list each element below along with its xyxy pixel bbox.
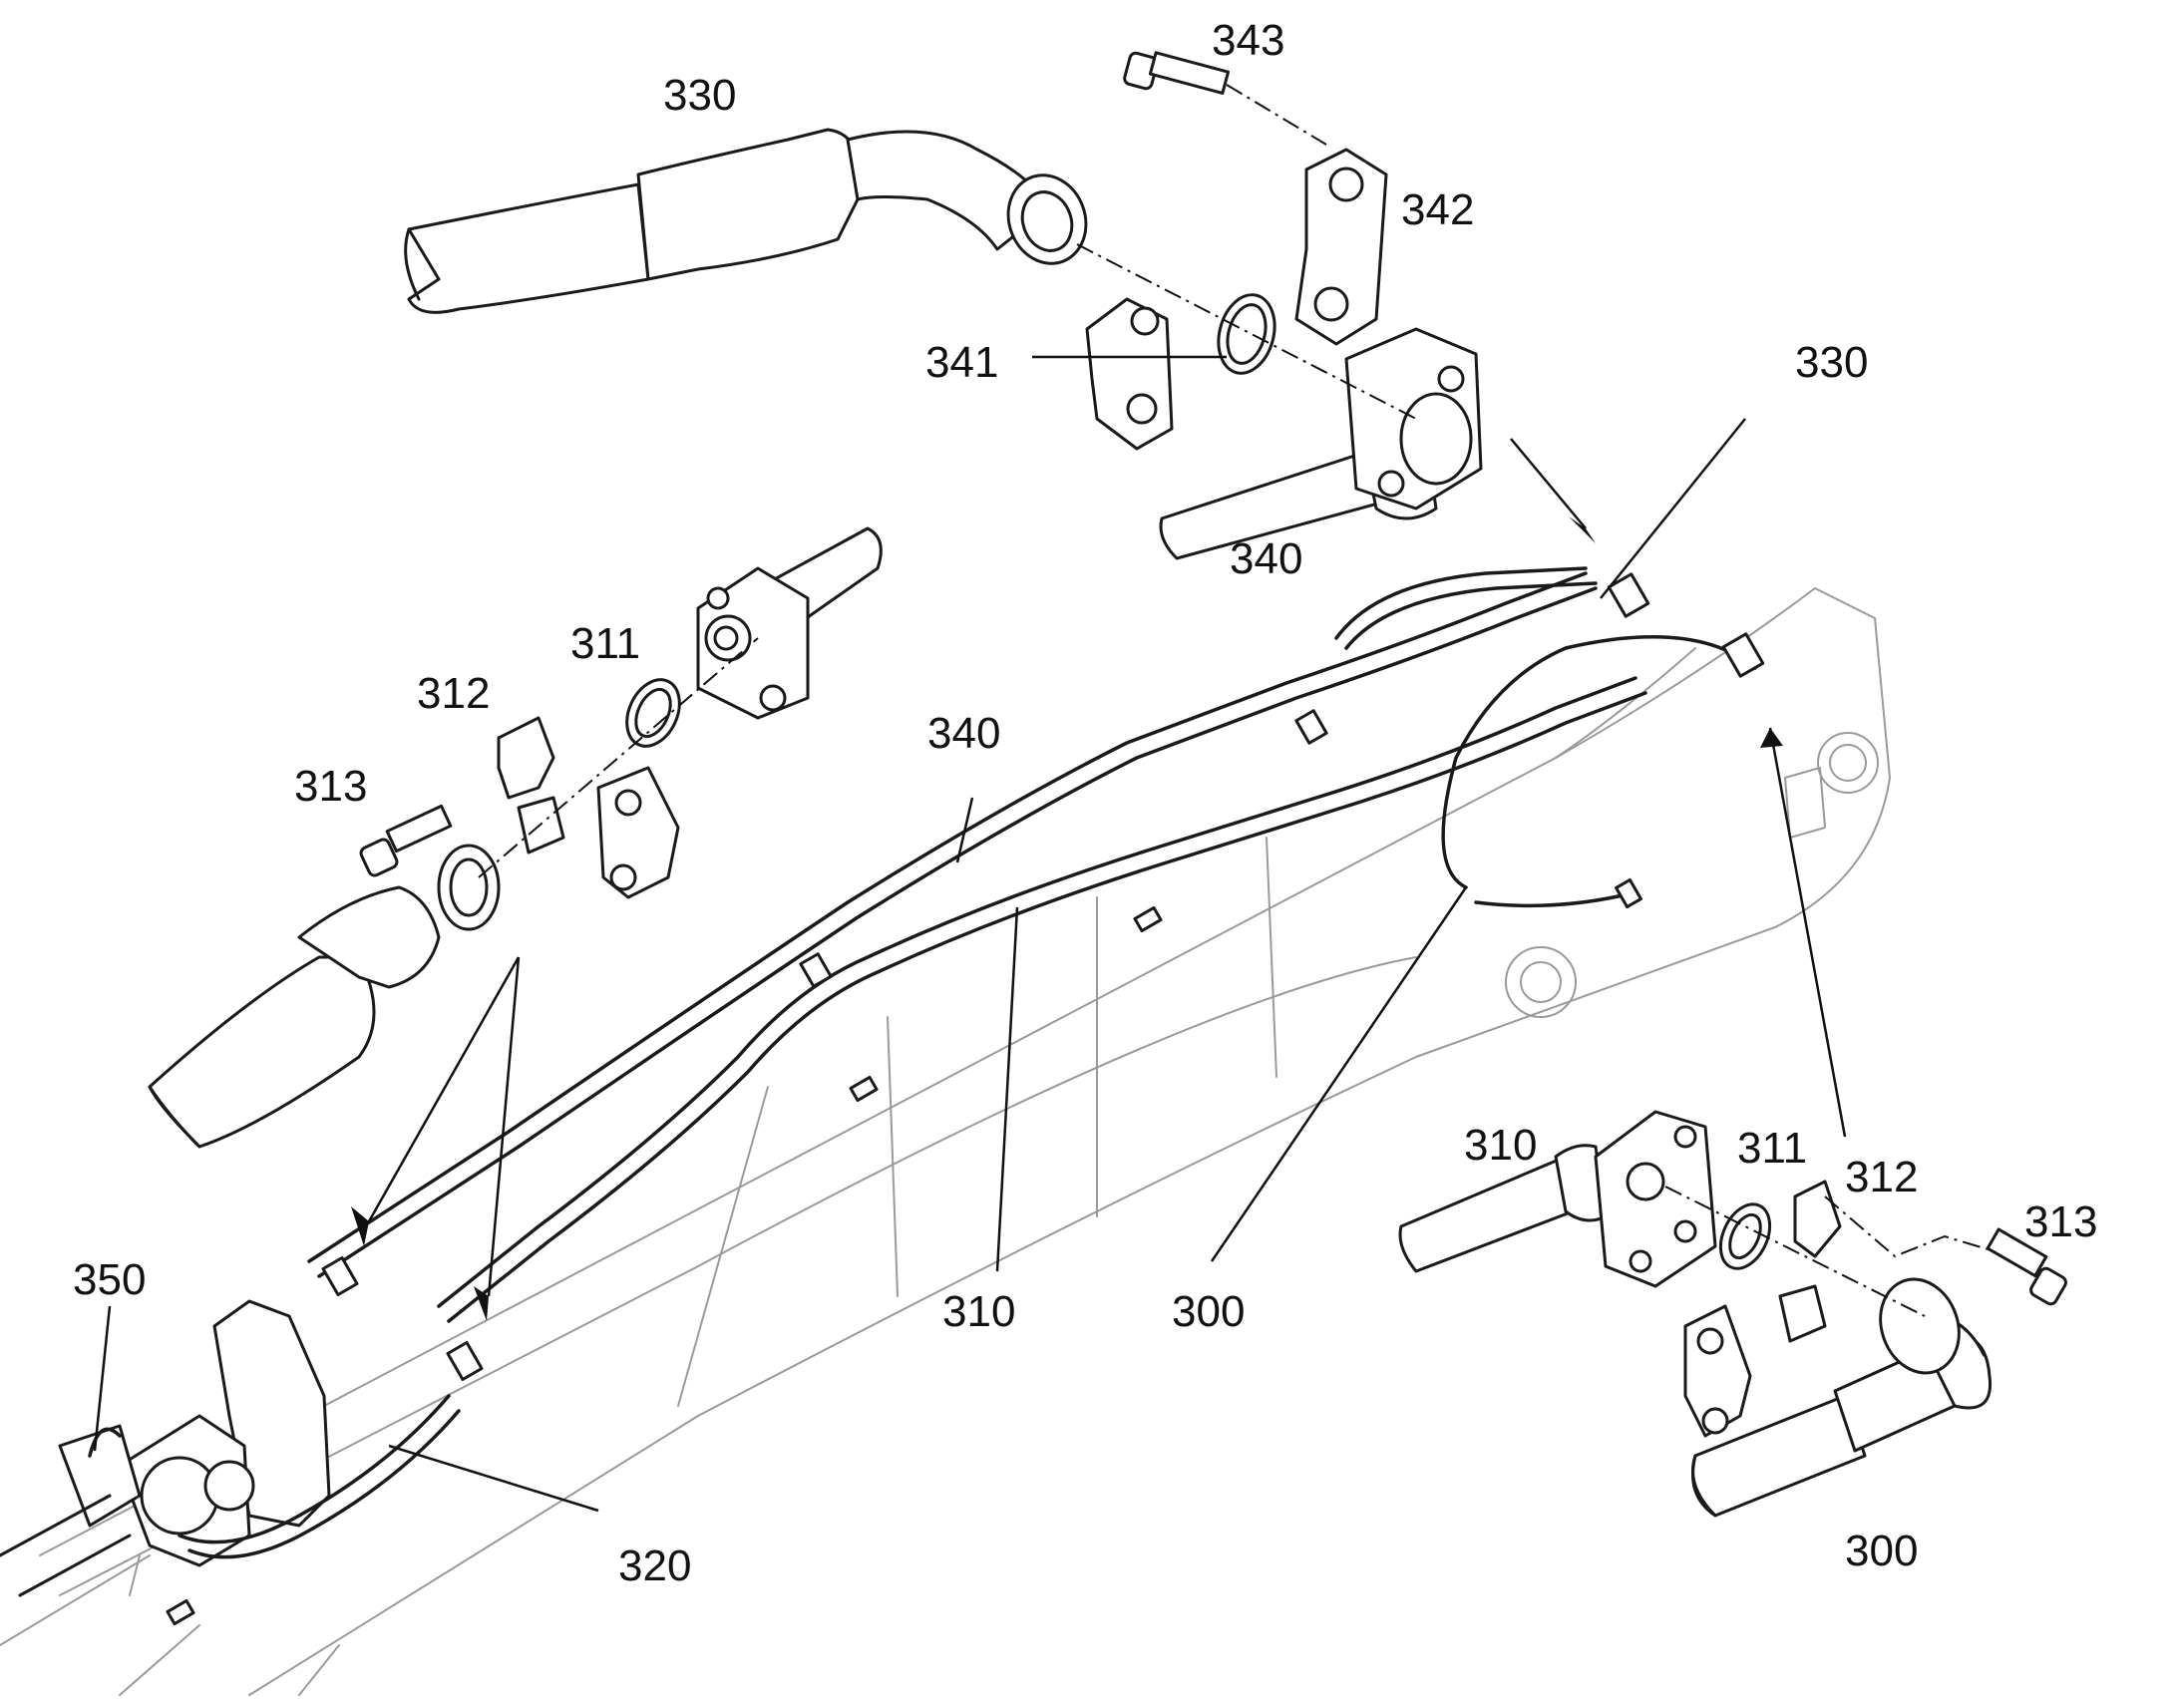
pipe-340-detail [1159,327,1483,560]
label-330-right: 330 [1795,338,1868,387]
assembly-axis-right-bolt [1824,1196,1996,1258]
label-312-left: 312 [417,669,490,718]
label-320: 320 [618,1541,691,1590]
label-343: 343 [1212,16,1284,65]
label-310-mid: 310 [942,1287,1015,1336]
assembly-axis-right [1664,1186,1926,1317]
arrowheads [351,516,1783,1321]
assembly-axis-left [478,637,759,878]
label-311-right: 311 [1737,1124,1807,1173]
label-340-top: 340 [1230,534,1302,583]
leader-lines [93,355,1847,1513]
hose-lines [88,566,1757,1559]
boom-foot [0,1299,331,1597]
oring-311-left [625,678,681,748]
label-340-mid: 340 [927,709,1000,758]
flange-half-312-left [497,716,680,899]
label-311-left: 311 [570,619,640,668]
label-300-bottom: 300 [1845,1527,1918,1575]
label-313-right: 313 [2024,1197,2097,1246]
pipe-310-left-end [148,844,501,1149]
label-342: 342 [1401,185,1474,234]
flange-half-342 [1294,148,1388,346]
boom-structure [0,587,1891,1696]
label-312-right: 312 [1845,1153,1918,1201]
label-313-left: 313 [294,762,367,811]
label-310-right: 310 [1464,1121,1537,1170]
label-300-mid: 300 [1172,1287,1245,1336]
label-341: 341 [925,338,998,387]
bolt-343 [1123,51,1231,95]
boom-clamps [166,572,1765,1626]
detail-left-pipe [696,526,883,720]
flange-half-341-block [1085,297,1174,451]
assembly-axis-top-1 [1226,84,1327,146]
assembly-axis-top-2 [1076,243,1417,420]
bolt-313-right [1986,1227,2067,1306]
label-330-top: 330 [663,71,736,120]
label-350: 350 [73,1255,146,1304]
bolt-313-left [359,804,453,877]
detail-pipe-330 [404,128,1088,314]
pipe-300-right-end [1691,1277,1993,1518]
reference-labels: 330 343 342 341 330 340 311 312 313 340 … [73,16,2097,1590]
oring-341 [1217,293,1276,375]
detail-right-pipe-310 [1398,1110,1717,1288]
oring-311-right [1718,1202,1772,1270]
